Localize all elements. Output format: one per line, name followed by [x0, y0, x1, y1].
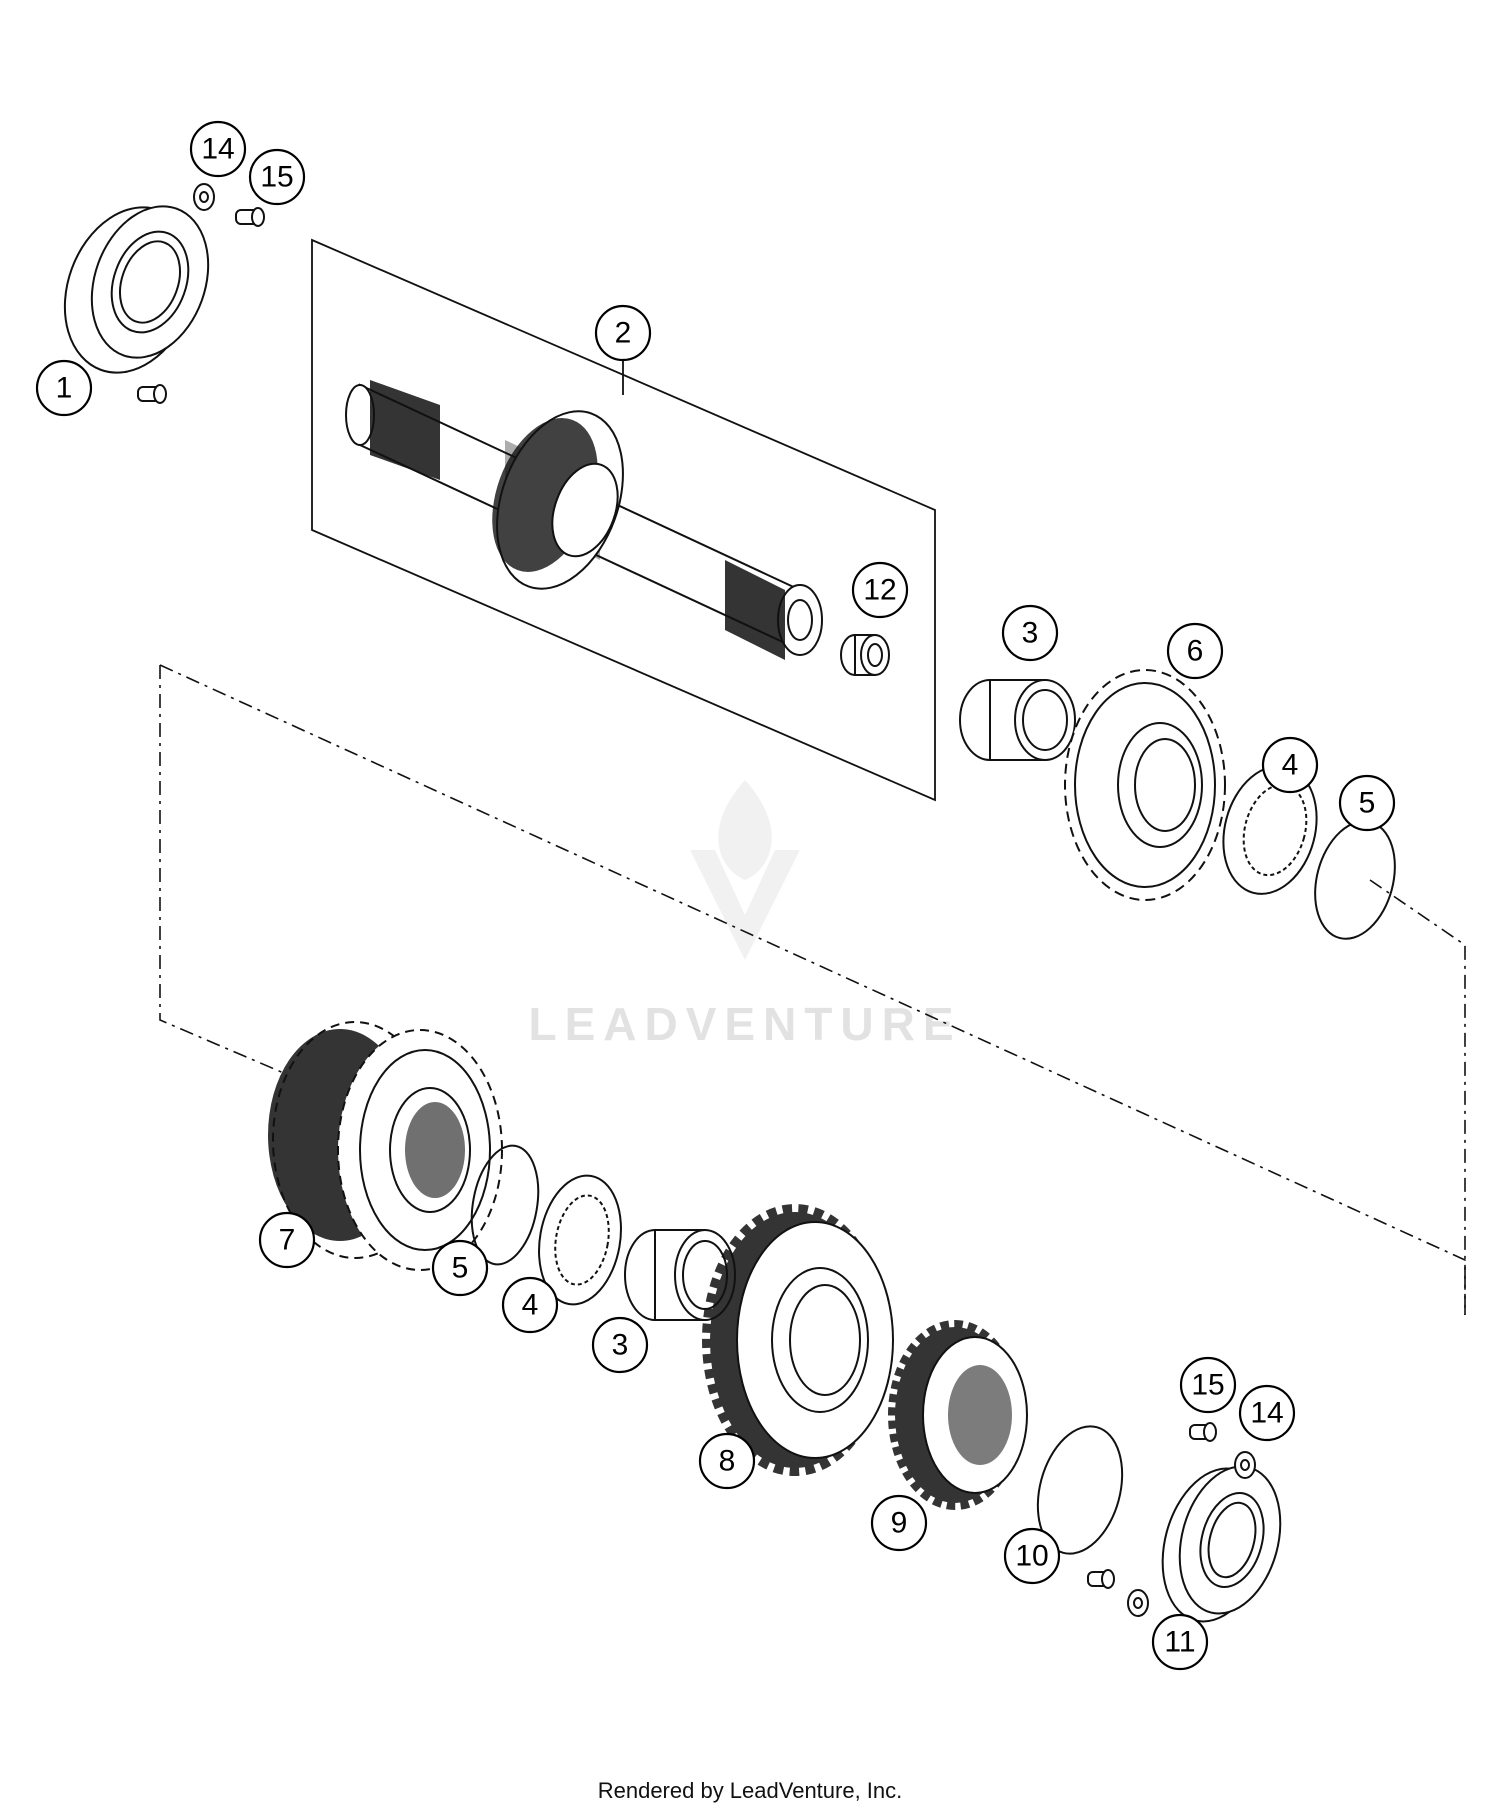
svg-text:8: 8 — [719, 1445, 736, 1478]
svg-text:5: 5 — [452, 1252, 469, 1285]
svg-text:15: 15 — [260, 161, 293, 194]
svg-text:7: 7 — [279, 1224, 296, 1257]
svg-text:14: 14 — [201, 133, 234, 166]
callout-4-lower: 4 — [501, 1276, 559, 1334]
washer-part-10 — [1036, 1425, 1124, 1555]
svg-text:11: 11 — [1164, 1626, 1195, 1659]
callout-12: 12 — [851, 561, 909, 619]
callout-3-upper: 3 — [1001, 604, 1059, 662]
svg-text:9: 9 — [891, 1507, 908, 1540]
callout-15-bottom: 15 — [1179, 1356, 1237, 1414]
needle-bearing-part-12 — [840, 634, 890, 676]
washer-part-14-top — [193, 183, 215, 211]
svg-text:5: 5 — [1359, 787, 1376, 820]
washer-part-11-lower — [1127, 1589, 1149, 1617]
svg-text:3: 3 — [1022, 617, 1039, 650]
circlip-part-5-upper — [1314, 820, 1396, 940]
thrust-washer-part-4-lower — [538, 1174, 622, 1306]
circlip-part-5-lower — [470, 1144, 540, 1266]
svg-text:14: 14 — [1250, 1397, 1283, 1430]
callout-5-lower: 5 — [431, 1239, 489, 1297]
callout-1: 1 — [35, 359, 93, 417]
callout-3-lower: 3 — [591, 1316, 649, 1374]
svg-text:2: 2 — [615, 317, 632, 350]
shaft-group-frame — [311, 238, 936, 802]
callout-14-top: 14 — [189, 120, 247, 178]
screw-part-11-lower — [1087, 1569, 1115, 1589]
screw-part-15-bottom — [1189, 1422, 1217, 1442]
callout-11: 11 — [1151, 1613, 1209, 1671]
callout-14-bottom: 14 — [1238, 1384, 1296, 1442]
svg-text:10: 10 — [1015, 1540, 1048, 1573]
svg-text:4: 4 — [522, 1289, 539, 1322]
svg-text:1: 1 — [56, 372, 73, 405]
callout-10: 10 — [1003, 1527, 1061, 1585]
watermark-text: LEADVENTURE — [528, 998, 961, 1050]
callout-6: 6 — [1166, 622, 1224, 680]
footer-credit: Rendered by LeadVenture, Inc. — [597, 1778, 903, 1803]
svg-text:4: 4 — [1282, 749, 1299, 782]
callout-5-upper: 5 — [1338, 774, 1396, 832]
gear-group-frame-right — [1369, 879, 1466, 1315]
callout-4-upper: 4 — [1261, 736, 1319, 794]
callout-9: 9 — [870, 1494, 928, 1552]
callout-8: 8 — [698, 1432, 756, 1490]
svg-text:3: 3 — [612, 1329, 629, 1362]
svg-text:6: 6 — [1187, 635, 1204, 668]
bearing-part-1 — [63, 205, 210, 374]
gear-part-8 — [702, 1204, 894, 1476]
gear-part-7 — [268, 1021, 503, 1271]
screw-part-15-top — [235, 207, 265, 227]
callout-2: 2 — [594, 304, 652, 362]
gear-part-6 — [1064, 669, 1226, 901]
svg-text:12: 12 — [863, 574, 896, 607]
callout-7: 7 — [258, 1211, 316, 1269]
gear-group-frame-left — [159, 665, 301, 1081]
screw-part-1-lower — [137, 384, 167, 404]
bearing-part-11 — [1161, 1465, 1282, 1623]
callout-15-top: 15 — [248, 148, 306, 206]
gear-part-9 — [888, 1320, 1028, 1510]
thrust-washer-part-4-upper — [1222, 765, 1318, 895]
washer-part-14-bottom — [1234, 1451, 1256, 1479]
leadventure-watermark-logo — [690, 780, 800, 960]
svg-text:15: 15 — [1191, 1369, 1224, 1402]
bushing-part-3-upper — [959, 679, 1076, 761]
shaft-part-2 — [345, 380, 823, 660]
